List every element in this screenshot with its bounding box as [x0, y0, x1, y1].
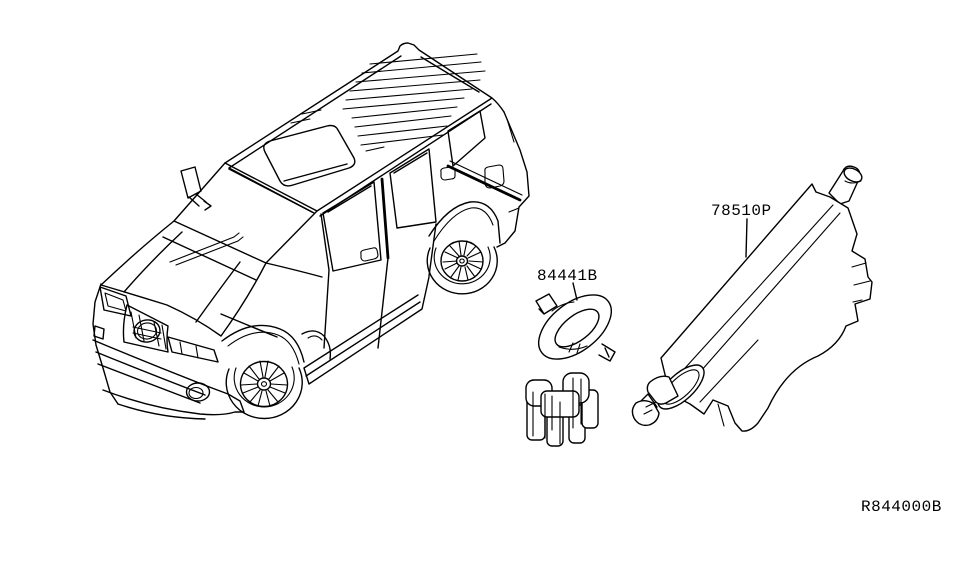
right-headlight	[167, 336, 219, 363]
actuator-spine-lines	[675, 204, 841, 403]
front-left-edge	[92, 283, 119, 405]
reference-code: R844000B	[861, 498, 942, 516]
leader-line-84441b	[572, 282, 578, 301]
quarter-window	[447, 110, 486, 167]
fuel-door	[484, 164, 505, 189]
rear-fender-flare-inner	[433, 207, 494, 242]
actuator-body	[660, 183, 873, 432]
rear-door-window	[389, 148, 437, 229]
front-rim	[239, 360, 289, 408]
actuator-plunger-lines	[643, 401, 657, 415]
rear-tire	[426, 246, 498, 295]
d-pillar-band	[446, 164, 522, 202]
rear-hub-cap	[459, 258, 465, 264]
roof-ribs	[290, 53, 486, 152]
front-door-window	[322, 181, 382, 272]
nissan-emblem-inner	[136, 322, 158, 340]
rear-rim	[440, 240, 484, 282]
rear-door-handle	[440, 166, 456, 181]
actuator-stud-cap	[843, 167, 863, 183]
nissan-emblem	[133, 319, 161, 343]
b-pillar	[380, 177, 390, 260]
grommet-84441b-illustration	[535, 293, 616, 362]
front-bumper	[92, 325, 245, 420]
leader-line-78510p	[745, 218, 748, 258]
left-headlight	[99, 286, 132, 317]
part-label-84441b: 84441B	[537, 267, 598, 285]
front-grille	[122, 304, 169, 353]
front-tire	[225, 367, 303, 420]
sunroof	[263, 124, 356, 187]
front-hub-cap	[260, 381, 268, 387]
grommet-tail	[598, 343, 616, 362]
rear-spokes	[442, 240, 484, 281]
far-front-tire-tread	[307, 335, 323, 341]
front-spokes	[240, 360, 288, 407]
grommet-tab	[535, 293, 558, 315]
far-front-tire	[301, 330, 332, 360]
vehicle-illustration	[92, 42, 530, 420]
front-wheel	[221, 324, 305, 420]
left-headlight-inner	[104, 292, 127, 312]
rear-body	[496, 111, 530, 248]
wiper-blades	[169, 232, 244, 266]
fog-lamp-inner	[188, 386, 204, 400]
hood	[100, 220, 267, 337]
clip-edge-lines	[532, 377, 582, 445]
actuator-stud-rim	[844, 180, 862, 184]
fog-lamp	[185, 382, 211, 402]
side-mirror	[180, 166, 212, 211]
part-label-78510p: 78510P	[711, 202, 772, 220]
emblem-bar	[132, 326, 162, 340]
rear-tire-sidewall	[433, 246, 491, 285]
front-fender-flare-inner	[227, 331, 300, 365]
grille-slats	[130, 311, 167, 350]
grommet-outer-ring	[538, 294, 612, 360]
rear-body-inner	[506, 118, 520, 213]
right-headlight-inner	[179, 341, 199, 359]
grommet-seams	[551, 301, 588, 354]
actuator-flange-lines	[717, 262, 871, 427]
actuator-78510p-illustration	[631, 165, 873, 432]
rear-fender-flare	[428, 201, 501, 244]
rear-wheel	[426, 201, 501, 295]
front-fender-flare	[221, 324, 305, 363]
front-door-handle	[360, 247, 379, 262]
body-side-lines	[220, 213, 437, 385]
grommet-inner-ring	[554, 308, 600, 348]
clip-84441b-illustration	[525, 372, 599, 447]
d-pillar-trim	[449, 160, 523, 196]
actuator-plunger-collar	[646, 375, 679, 405]
front-hub	[256, 377, 272, 391]
